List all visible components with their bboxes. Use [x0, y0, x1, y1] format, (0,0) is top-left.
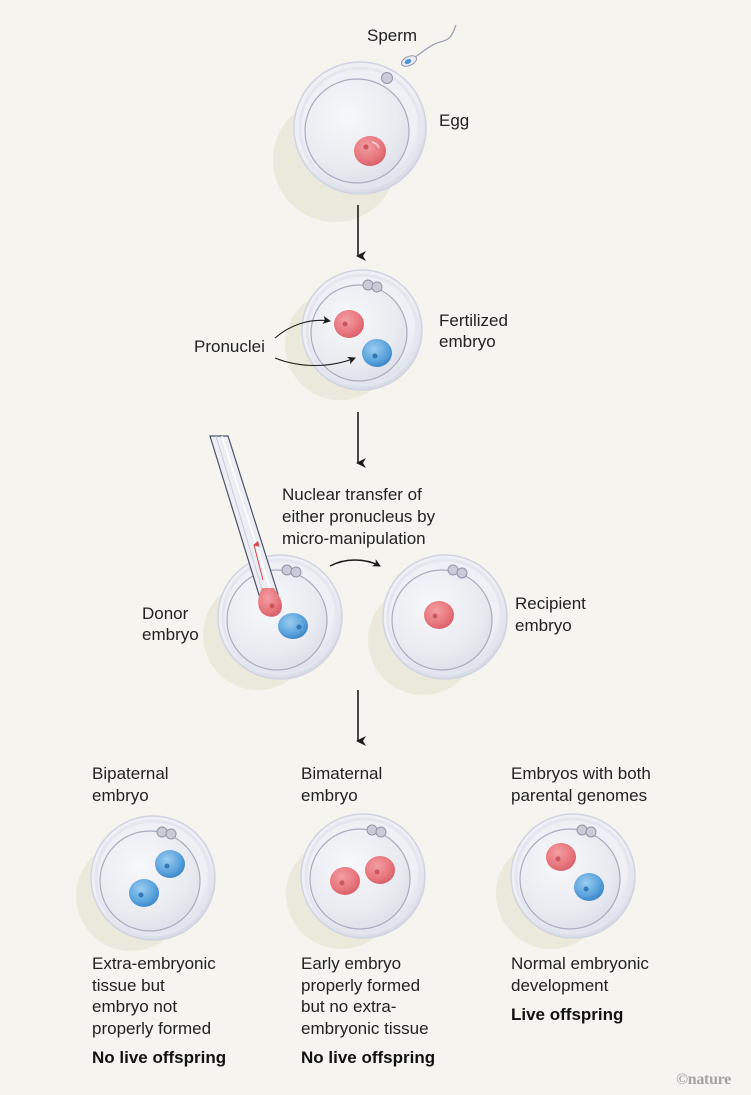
outcome-description-line: Early embryo — [301, 954, 402, 973]
cell-membrane — [309, 828, 411, 930]
outcome-description-line: properly formed — [301, 976, 421, 995]
fertilized-label-line1: Fertilized — [439, 311, 508, 330]
paternal-pronucleus — [129, 879, 159, 907]
recipient-label-line1: Recipient — [515, 594, 586, 613]
maternal-pronucleus — [546, 843, 576, 871]
polar-body — [375, 826, 387, 838]
transfer-caption-line2: either pronucleus by — [282, 507, 436, 526]
fertilized-embryo — [285, 269, 423, 400]
maternal-pronucleus — [365, 856, 395, 884]
outcome-embryo — [286, 813, 426, 949]
polar-body — [381, 72, 393, 84]
cell-membrane — [519, 828, 621, 930]
outcome-verdict: Live offspring — [511, 1005, 624, 1024]
polar-body — [156, 826, 168, 838]
polar-body — [585, 826, 597, 838]
maternal-pronucleus — [330, 867, 360, 895]
nature-credit: ©nature — [676, 1071, 731, 1088]
fertilized-label-line2: embryo — [439, 332, 496, 351]
outcome-verdict: No live offspring — [301, 1048, 436, 1067]
donor-label-line1: Donor — [142, 604, 189, 623]
paternal-pronucleus — [278, 613, 308, 639]
polar-body — [366, 824, 378, 836]
polar-body — [576, 824, 588, 836]
transfer-caption-line1: Nuclear transfer of — [282, 485, 422, 504]
pointer-arrow — [274, 356, 356, 367]
outcome-description-line: embryo not — [92, 997, 178, 1016]
donor-label-line2: embryo — [142, 625, 199, 644]
outcome-description-line: tissue but — [92, 976, 165, 995]
polar-body — [165, 828, 177, 840]
transfer-caption-line3: micro-manipulation — [282, 529, 426, 548]
micropipette — [209, 435, 282, 617]
outcome-description-line: development — [511, 976, 609, 995]
recipient-embryo — [368, 554, 508, 695]
outcome-title-line2: parental genomes — [511, 786, 648, 805]
outcome-title-line2: embryo — [92, 786, 149, 805]
recipient-label-line2: embryo — [515, 616, 572, 635]
outcome-title-line1: Embryos with both — [511, 764, 651, 783]
outcome-embryo — [496, 813, 636, 949]
donor-embryo — [203, 554, 343, 690]
outcome-title-line2: embryo — [301, 786, 358, 805]
outcome-description-line: Extra-embryonic — [92, 954, 216, 973]
egg-cell — [273, 61, 427, 222]
paternal-pronucleus — [155, 850, 185, 878]
sperm-label: Sperm — [367, 26, 418, 45]
outcome-description-line: embryonic tissue — [301, 1019, 429, 1038]
outcome-verdict: No live offspring — [92, 1048, 227, 1067]
outcome-title-line1: Bipaternal — [92, 764, 169, 783]
egg-label: Egg — [439, 111, 470, 130]
maternal-pronucleus — [424, 601, 454, 629]
paternal-pronucleus — [362, 339, 392, 367]
outcome-description-line: properly formed — [92, 1019, 212, 1038]
maternal-pronucleus — [258, 588, 282, 617]
outcome-title-line1: Bimaternal — [301, 764, 383, 783]
transfer-arrow — [329, 559, 381, 567]
maternal-pronucleus — [354, 136, 386, 166]
pronuclei-label: Pronuclei — [194, 337, 265, 356]
pointer-arrow — [274, 316, 331, 339]
sperm-icon — [401, 24, 457, 67]
paternal-pronucleus — [574, 873, 604, 901]
outcome-description-line: Normal embryonic — [511, 954, 649, 973]
maternal-pronucleus — [334, 310, 364, 338]
outcome-embryo — [76, 815, 216, 951]
outcome-description-line: but no extra- — [301, 997, 397, 1016]
